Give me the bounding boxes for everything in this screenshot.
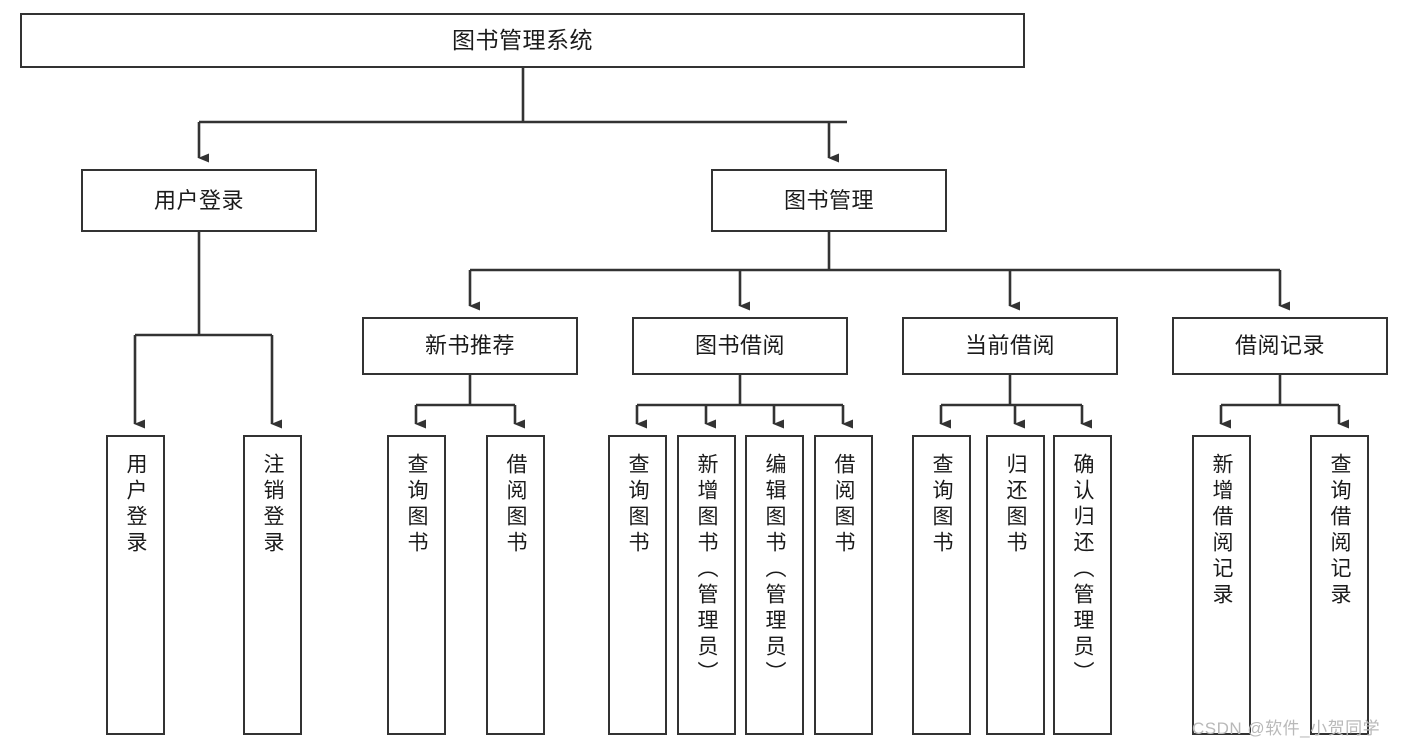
leaf-label: 用户登录 [124,453,147,557]
node-leaf-return-book[interactable]: 归还图书 [986,435,1045,735]
leaf-label: 查询借阅记录 [1328,453,1351,609]
leaf-label: 归还图书 [1004,453,1027,557]
node-leaf-borrow-book-1[interactable]: 借阅图书 [486,435,545,735]
node-leaf-query-book-1[interactable]: 查询图书 [387,435,446,735]
node-leaf-user-login[interactable]: 用户登录 [106,435,165,735]
leaf-label: 确认归还（管理员） [1071,453,1094,687]
node-leaf-add-borrow-record[interactable]: 新增借阅记录 [1192,435,1251,735]
node-new-book-recommendation[interactable]: 新书推荐 [362,317,578,375]
leaf-label: 借阅图书 [504,453,527,557]
node-book-manage[interactable]: 图书管理 [711,169,947,232]
leaf-label: 查询图书 [626,453,649,557]
node-user-login[interactable]: 用户登录 [81,169,317,232]
node-leaf-borrow-book-2[interactable]: 借阅图书 [814,435,873,735]
node-leaf-confirm-return-admin[interactable]: 确认归还（管理员） [1053,435,1112,735]
leaf-label: 编辑图书（管理员） [763,453,786,687]
node-leaf-logout[interactable]: 注销登录 [243,435,302,735]
node-borrow-record[interactable]: 借阅记录 [1172,317,1388,375]
leaf-label: 新增借阅记录 [1210,453,1233,609]
node-leaf-query-book-3[interactable]: 查询图书 [912,435,971,735]
node-book-borrow[interactable]: 图书借阅 [632,317,848,375]
csdn-watermark: CSDN @软件_小贺同学 [1192,719,1381,738]
leaf-label: 借阅图书 [832,453,855,557]
node-leaf-query-book-2[interactable]: 查询图书 [608,435,667,735]
node-leaf-query-borrow-record[interactable]: 查询借阅记录 [1310,435,1369,735]
node-current-borrow[interactable]: 当前借阅 [902,317,1118,375]
node-leaf-edit-book-admin[interactable]: 编辑图书（管理员） [745,435,804,735]
leaf-label: 查询图书 [405,453,428,557]
node-leaf-add-book-admin[interactable]: 新增图书（管理员） [677,435,736,735]
node-root-book-management-system[interactable]: 图书管理系统 [20,13,1025,68]
leaf-label: 查询图书 [930,453,953,557]
leaf-label: 新增图书（管理员） [695,453,718,687]
leaf-label: 注销登录 [261,453,284,557]
